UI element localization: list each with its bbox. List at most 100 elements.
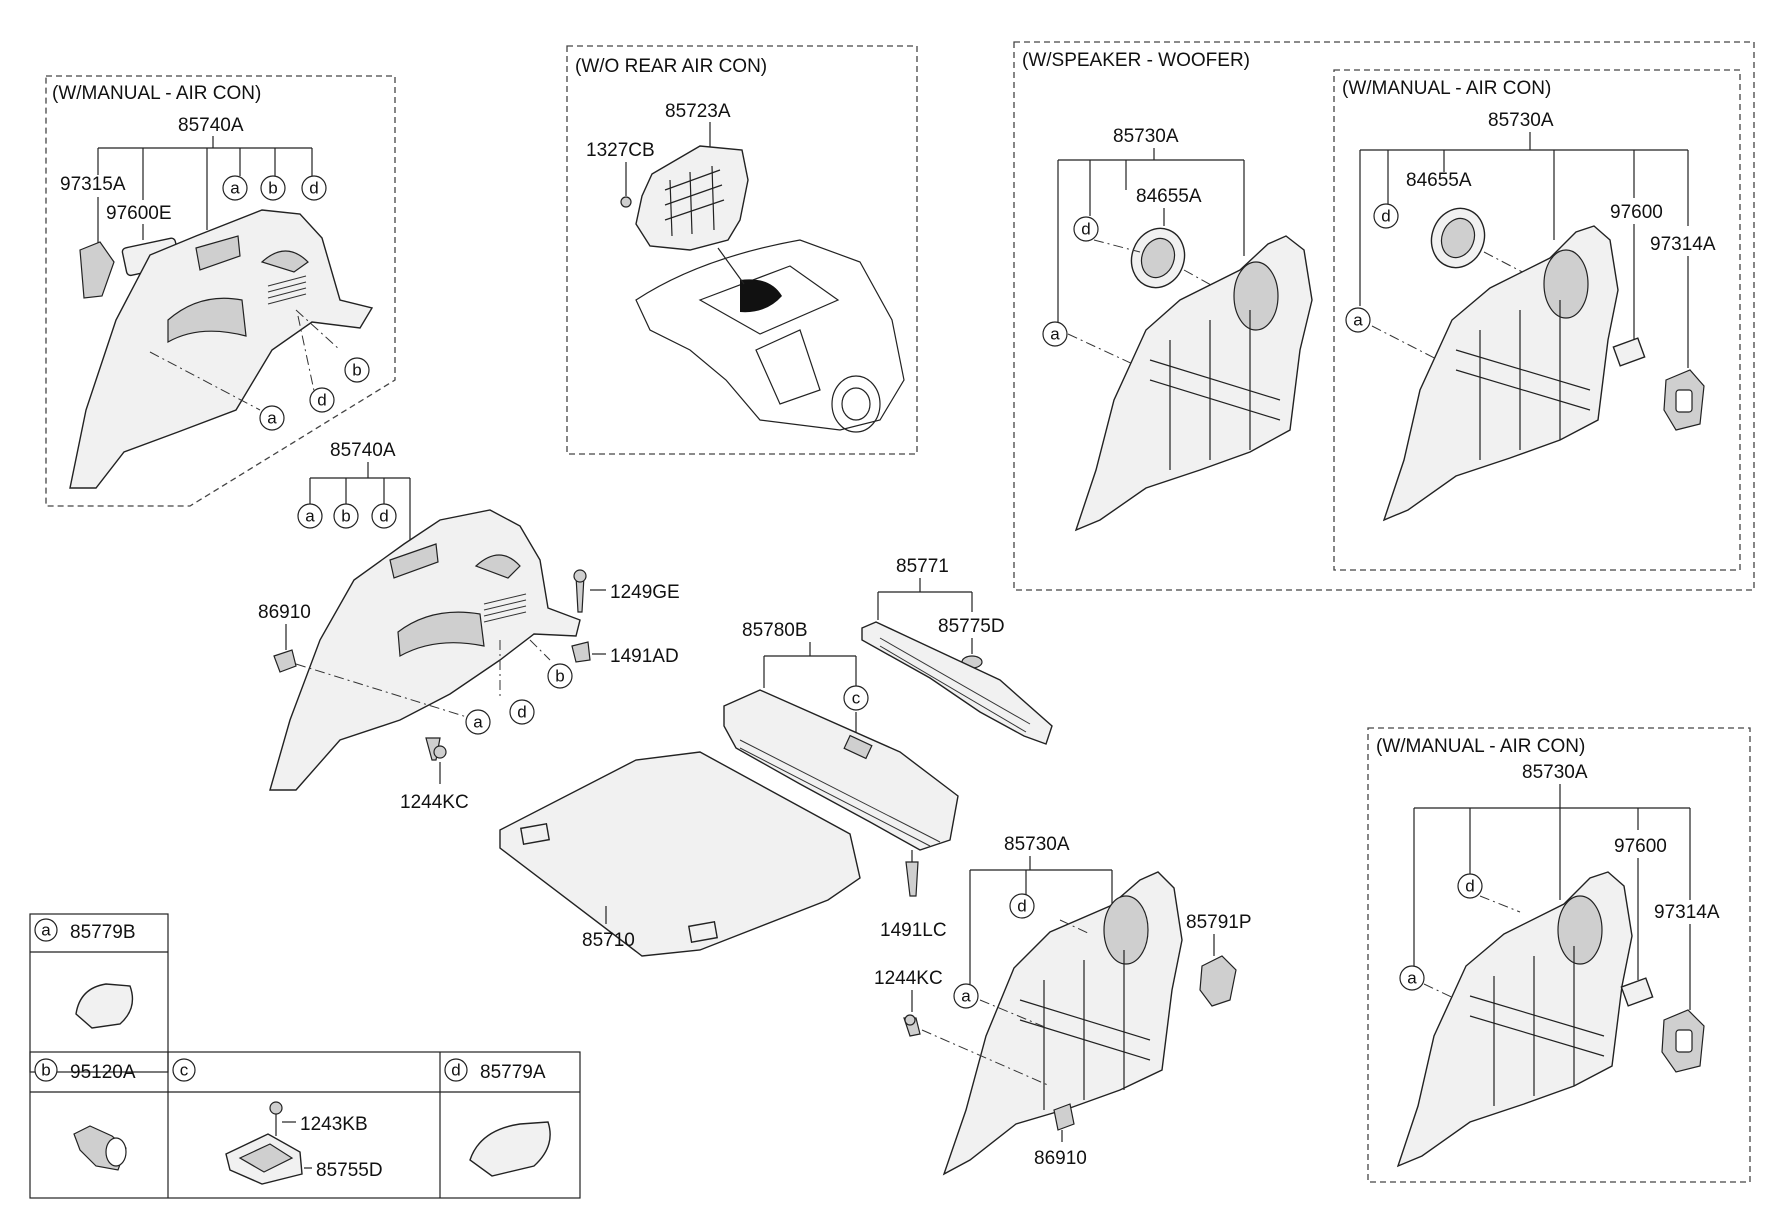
svg-text:b: b (268, 179, 277, 198)
svg-text:d: d (1381, 207, 1390, 226)
vent-97600 (1620, 977, 1654, 1007)
bottom-trim-85730A: 85730A d a 85791P 1244KC 86910 (874, 834, 1252, 1176)
callout-a: a (222, 175, 248, 201)
part-label-1244KC: 1244KC (874, 968, 943, 989)
main-quarter-trim: 85740A a b d 86910 a d b 1249GE 1491AD (258, 440, 680, 813)
legend-part-a: 85779B (70, 922, 136, 943)
part-label-85791P: 85791P (1186, 912, 1252, 933)
vent-97600 (1612, 337, 1646, 367)
callout-d: d (301, 175, 327, 201)
callout-b: b (333, 503, 359, 529)
part-label-85740A: 85740A (178, 115, 244, 136)
callout-b: b (547, 663, 573, 689)
callout-d: d (509, 699, 535, 725)
shaded-area (740, 279, 782, 313)
part-label-97600: 97600 (1610, 202, 1663, 223)
nut-1491AD (571, 641, 591, 663)
part-85791P (1199, 955, 1237, 1007)
quarter-trim-panel (269, 509, 581, 791)
svg-text:a: a (1353, 311, 1363, 330)
part-label-1249GE: 1249GE (610, 582, 680, 603)
svg-text:a: a (41, 921, 51, 940)
callout-a: a (259, 405, 285, 431)
callout-a: a (953, 983, 979, 1009)
part-label-85730A: 85730A (1113, 126, 1179, 147)
legend-cell-c: c 1243KB 85755D (172, 1058, 383, 1185)
legend-cell-b: b 95120A (34, 1058, 136, 1171)
svg-text:d: d (517, 703, 526, 722)
luggage-tray-85780B (723, 689, 959, 851)
svg-text:a: a (267, 409, 277, 428)
svg-text:b: b (41, 1061, 50, 1080)
svg-text:c: c (180, 1061, 189, 1080)
svg-text:a: a (305, 507, 315, 526)
part-label-86910: 86910 (1034, 1148, 1087, 1169)
callout-c: c (843, 685, 869, 711)
vehicle-outline (635, 239, 905, 431)
clip-86910 (1053, 1103, 1075, 1131)
svg-text:b: b (352, 361, 361, 380)
box-without-rear-aircon: (W/O REAR AIR CON) 85723A 1327CB (566, 45, 918, 455)
svg-text:b: b (341, 507, 350, 526)
part-label-97314A: 97314A (1654, 902, 1720, 923)
svg-text:a: a (473, 713, 483, 732)
callout-a: a (1042, 321, 1068, 347)
svg-text:a: a (1050, 325, 1060, 344)
part-label-85771: 85771 (896, 556, 949, 577)
legend-cell-a: a 85779B (34, 918, 136, 1029)
svg-text:d: d (317, 391, 326, 410)
part-label-1327CB: 1327CB (586, 140, 655, 161)
legend-part-b: 95120A (70, 1062, 136, 1083)
svg-text:d: d (379, 507, 388, 526)
callout-b: b (344, 357, 370, 383)
part-label-85723A: 85723A (665, 101, 731, 122)
svg-text:d: d (1017, 897, 1026, 916)
svg-text:d: d (1081, 220, 1090, 239)
svg-text:d: d (309, 179, 318, 198)
part-label-85740A: 85740A (330, 440, 396, 461)
callout-a: a (1399, 965, 1425, 991)
clip-1491LC (905, 861, 919, 897)
callout-a: a (465, 709, 491, 735)
svg-text:c: c (852, 689, 861, 708)
legend-cell-d: d 85779A (444, 1058, 551, 1177)
part-label-86910: 86910 (258, 602, 311, 623)
callout-d: d (1373, 203, 1399, 229)
callout-a: a (1345, 307, 1371, 333)
svg-text:d: d (1465, 877, 1474, 896)
part-label-1244KC: 1244KC (400, 792, 469, 813)
svg-text:a: a (1407, 969, 1417, 988)
callout-b: b (260, 175, 286, 201)
part-label-85730A: 85730A (1522, 762, 1588, 783)
part-85779B (75, 983, 134, 1029)
part-85779A (469, 1121, 551, 1177)
part-label-97600E: 97600E (106, 203, 172, 224)
box-speaker-woofer: (W/SPEAKER - WOOFER) 85730A 84655A d a (… (1013, 41, 1755, 591)
legend-part-85755D: 85755D (316, 1160, 383, 1181)
part-label-97314A: 97314A (1650, 234, 1716, 255)
part-label-97315A: 97315A (60, 174, 126, 195)
box-title: (W/MANUAL - AIR CON) (52, 83, 261, 104)
box-title: (W/SPEAKER - WOOFER) (1022, 50, 1250, 71)
part-label-85710: 85710 (582, 930, 635, 951)
box-title: (W/O REAR AIR CON) (575, 56, 767, 77)
svg-text:a: a (230, 179, 240, 198)
box-top-left-manual-aircon: (W/MANUAL - AIR CON) 85740A 97315A 97600… (45, 75, 396, 507)
part-label-85780B: 85780B (742, 620, 808, 641)
part-label-97600: 97600 (1614, 836, 1667, 857)
legend-part-1243KB: 1243KB (300, 1114, 368, 1135)
svg-text:d: d (451, 1061, 460, 1080)
trim-panel-speaker (1074, 235, 1313, 532)
callout-d: d (1009, 893, 1035, 919)
callout-d: d (371, 503, 397, 529)
box-bottom-right-manual-aircon: (W/MANUAL - AIR CON) 85730A 97600 97314A… (1367, 727, 1751, 1183)
svg-text:a: a (961, 987, 971, 1006)
callout-a: a (297, 503, 323, 529)
callout-d: d (1073, 216, 1099, 242)
sill-and-luggage: 85771 85775D 85780B c 1491LC 85710 (499, 556, 1053, 957)
legend-table: a 85779B b 95120A c 1243KB 85755D d 8577… (29, 913, 581, 1199)
clip-86910 (273, 649, 297, 673)
part-label-85730A: 85730A (1004, 834, 1070, 855)
bracket-97315A (79, 241, 115, 299)
